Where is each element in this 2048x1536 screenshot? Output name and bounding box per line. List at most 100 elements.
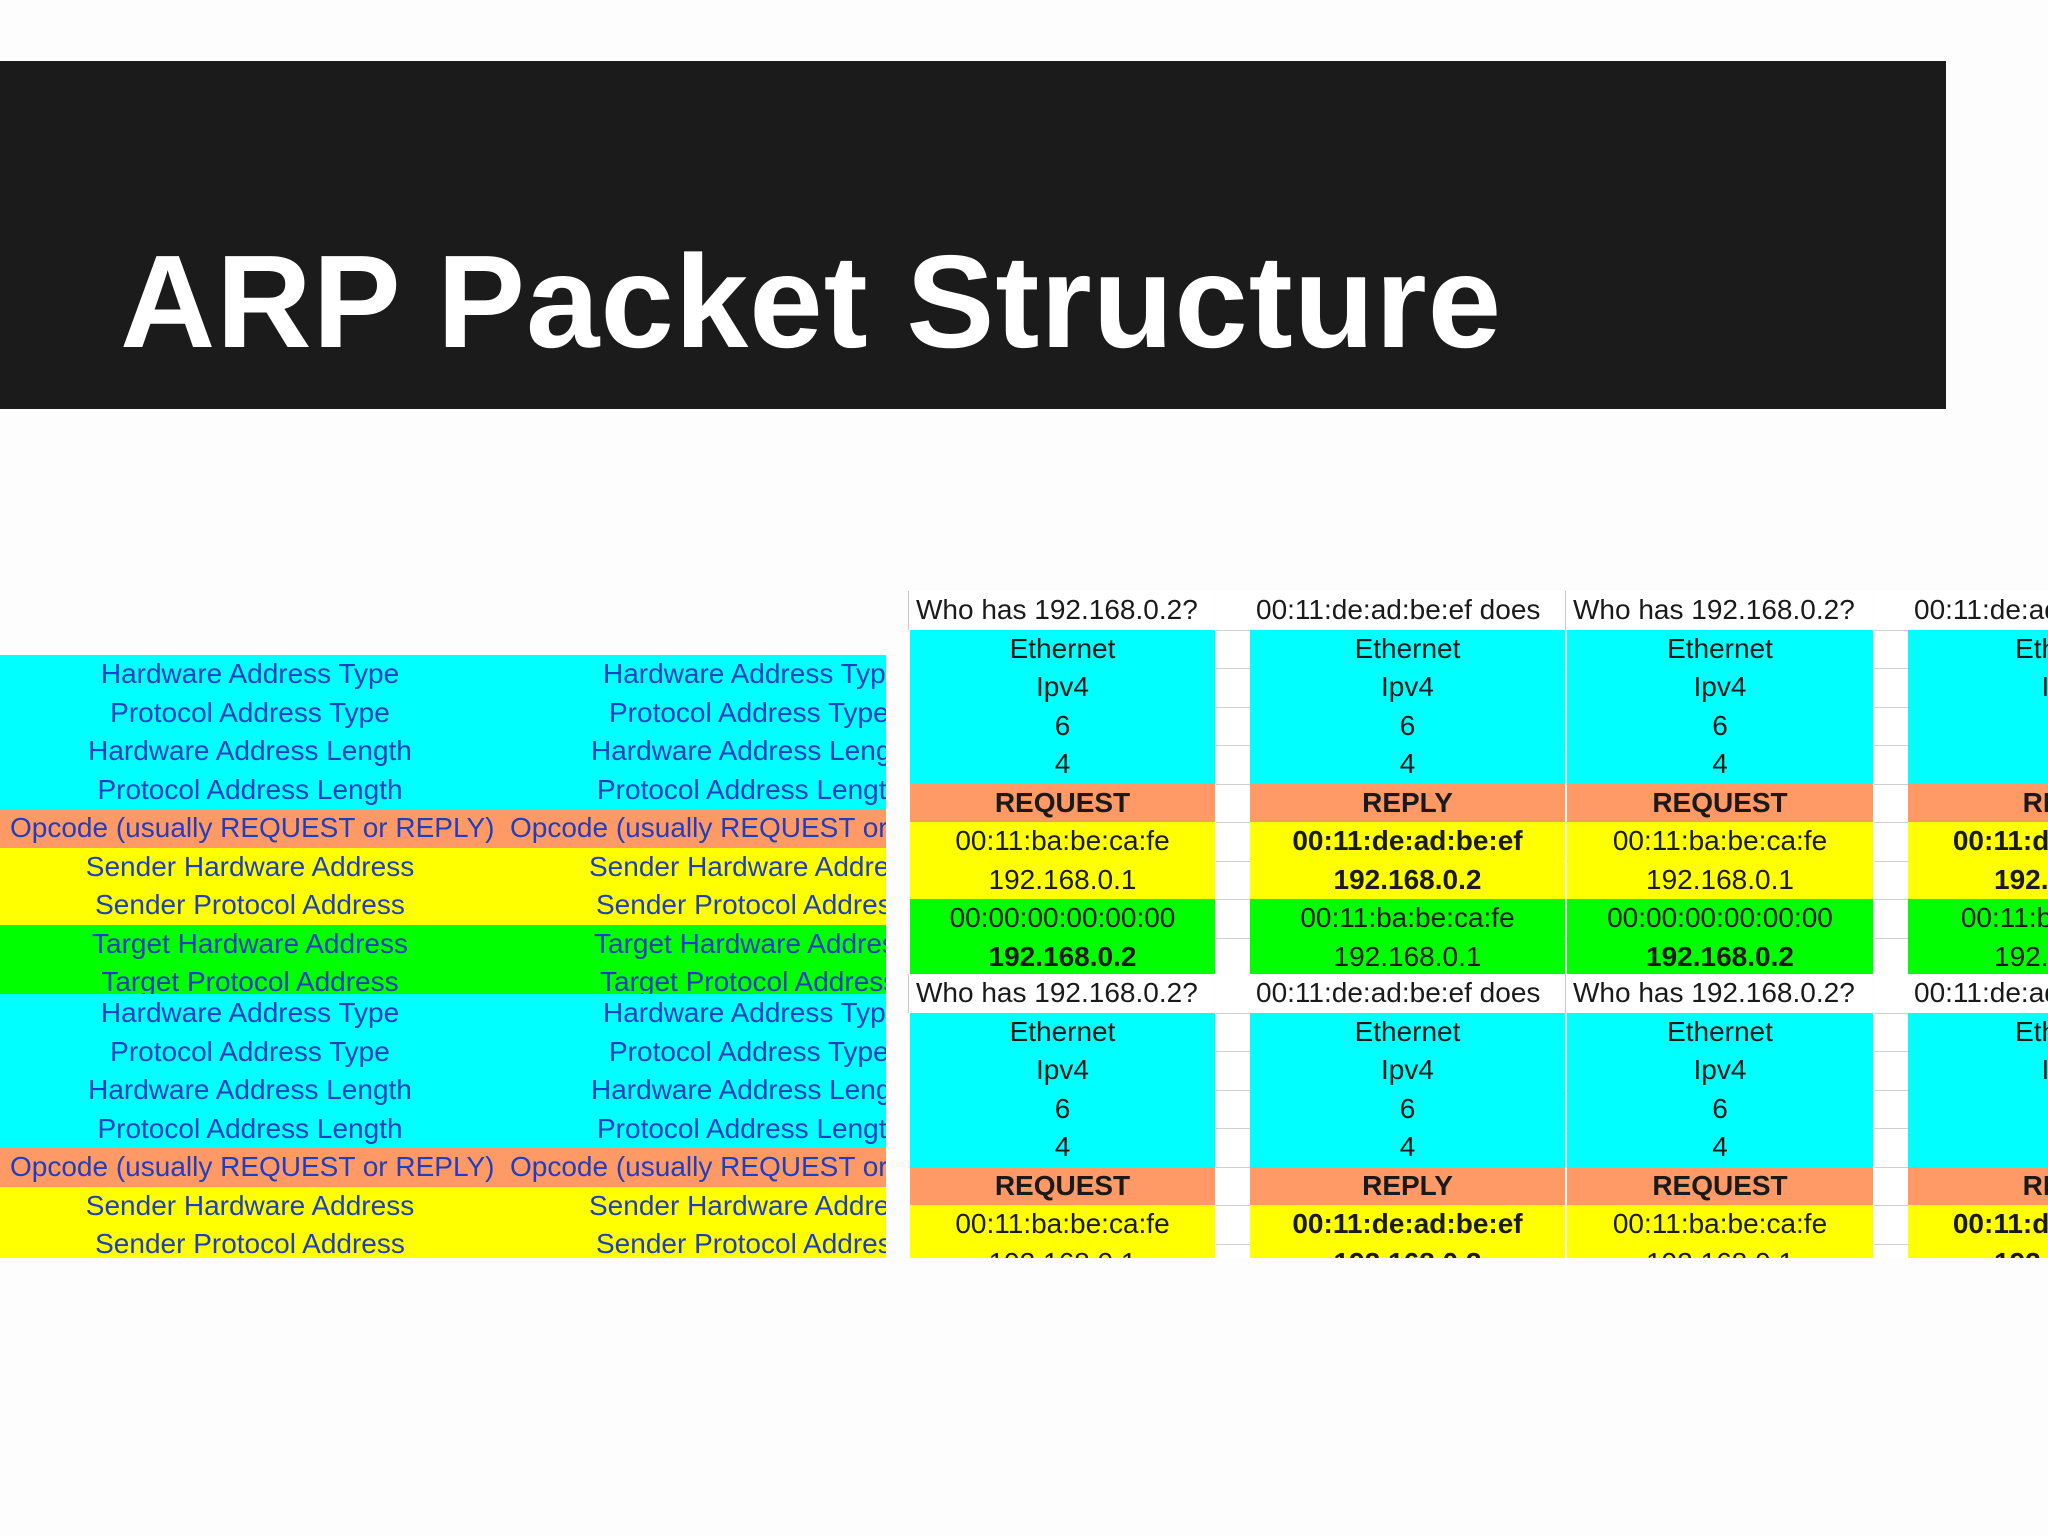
packet-value: 00:11:de:ad:be:ef (1952, 825, 2048, 856)
slide-title: ARP Packet Structure (120, 228, 1503, 375)
packet-value: Ethernet (1667, 1015, 1773, 1047)
packet-value: 192.168.0.1 (1994, 940, 2048, 972)
field-label-hw-type: Hardware Address Type (603, 658, 886, 689)
packet-field-hw-type: Ethernet (1250, 629, 1565, 669)
grid-line (1216, 1128, 1250, 1129)
grid-line (1566, 745, 1567, 746)
grid-line (1216, 629, 1250, 631)
packet-description: Who has 192.168.0.2? (910, 974, 1215, 1013)
grid-line (1874, 1166, 1908, 1168)
packet-value: 00:11:ba:be:ca:fe (1612, 1208, 1828, 1239)
gap-column (1216, 974, 1250, 1258)
packet-description: Who has 192.168.0.2? (910, 591, 1215, 630)
packet-description: 00:11:de:ad:be:ef does (1908, 974, 2048, 1013)
packet-value: 00:00:00:00:00:00 (1607, 902, 1833, 933)
packet-value: Ethernet (1009, 1015, 1116, 1047)
packet-field-sender-hw: 00:11:ba:be:ca:fe (1567, 822, 1873, 861)
packet-value: 192.168.0.2 (1333, 863, 1482, 895)
grid-line (1874, 1243, 1908, 1245)
grid-line (1565, 974, 1566, 1013)
label-band-proto_len (0, 1109, 886, 1149)
grid-line (1216, 783, 1250, 785)
packet-field-proto-type: Ipv4 (1908, 1051, 2048, 1090)
packet-field-hw-len: 6 (1567, 1089, 1873, 1129)
grid-line (1216, 899, 1250, 900)
packet-field-hw-len: 6 (1250, 1089, 1565, 1129)
packet-field-proto-len: 4 (1567, 745, 1873, 784)
packet-field-target-hw: 00:11:ba:be:ca:fe (1908, 899, 2048, 938)
packet-field-sender-hw: 00:11:de:ad:be:ef (1250, 822, 1565, 861)
packet-field-hw-len: 6 (1567, 706, 1873, 746)
packet-field-hw-len: 6 (910, 1089, 1215, 1129)
packet-field-opcode: REQUEST (910, 783, 1215, 823)
packet-field-sender-hw: 00:11:ba:be:ca:fe (910, 1205, 1215, 1244)
field-label-target-proto: Target Protocol Address (600, 966, 886, 997)
packet-value: REQUEST (994, 1169, 1131, 1201)
grid-line (1566, 1051, 1567, 1052)
packet-field-hw-len: 6 (1250, 706, 1565, 746)
field-label-target-hw: Target Hardware Address (594, 927, 886, 959)
packet-field-hw-type: Ethernet (1250, 1012, 1565, 1052)
packet-value: 00:11:ba:be:ca:fe (1612, 825, 1828, 856)
grid-line (1874, 1051, 1908, 1052)
packet-value: 00:11:de:ad:be:ef (1292, 825, 1523, 856)
packet-value: Ipv4 (1381, 1054, 1434, 1085)
packet-value: 00:11:ba:be:ca:fe (1960, 902, 2048, 933)
packet-field-target-proto: 192.168.0.2 (1567, 937, 1873, 977)
packet-value: 192.168.0.1 (1646, 863, 1794, 895)
field-label-proto-type: Protocol Address Type (110, 1035, 390, 1067)
field-label-opcode: Opcode (usually REQUEST or REPLY) (510, 1151, 886, 1182)
packet-value: 00:11:de:ad:be:ef (1292, 1208, 1523, 1239)
title-banner (0, 61, 1946, 409)
packet-value: Ethernet (1354, 632, 1461, 664)
field-label-sender-proto: Sender Protocol Address (596, 1228, 886, 1258)
label-band-sender_hw (0, 847, 886, 887)
field-label-opcode: Opcode (usually REQUEST or REPLY) (10, 812, 495, 843)
grid-line (1216, 822, 1250, 823)
field-label-sender-hw: Sender Hardware Address (85, 850, 415, 882)
packet-value: Ipv4 (1381, 671, 1434, 702)
packet-value: 4 (1712, 748, 1728, 779)
label-band-sender_hw (0, 1186, 886, 1226)
field-label-target-proto: Target Protocol Address (101, 966, 399, 997)
packet-value: Ipv4 (1693, 671, 1747, 702)
field-label-hw-type: Hardware Address Type (100, 997, 400, 1028)
packet-value: 6 (1054, 1092, 1071, 1124)
label-band-proto_type (0, 693, 886, 733)
label-band-proto_type (0, 1032, 886, 1072)
packet-field-hw-len: 6 (910, 706, 1215, 746)
packet-field-hw-type: Ethernet (1908, 629, 2048, 669)
grid-line (1566, 1205, 1567, 1206)
field-label-hw-len: Hardware Address Length (88, 1074, 412, 1105)
grid-line (1216, 937, 1250, 939)
packet-field-target-proto: 192.168.0.2 (910, 937, 1215, 977)
packet-field-opcode: REQUEST (1567, 1166, 1873, 1206)
grid-line (1874, 899, 1908, 900)
packet-description: Who has 192.168.0.2? (1567, 591, 1873, 630)
packet-field-hw-type: Ethernet (910, 1012, 1215, 1052)
packet-field-opcode: REQUEST (910, 1166, 1215, 1206)
packet-field-opcode: REPLY (1908, 783, 2048, 823)
packet-field-sender-proto: 192.168.0.1 (910, 860, 1215, 900)
packet-field-hw-type: Ethernet (1567, 629, 1873, 669)
field-label-sender-hw: Sender Hardware Address (589, 1189, 886, 1221)
packet-value: REPLY (1362, 1169, 1453, 1201)
field-label-sender-proto: Sender Protocol Address (95, 889, 405, 920)
grid-line (1566, 1012, 1567, 1014)
grid-line (1566, 668, 1567, 669)
packet-value: Ipv4 (1036, 1054, 1089, 1085)
packet-value: 6 (1399, 709, 1416, 741)
grid-line (1216, 1166, 1250, 1168)
field-label-sender-hw: Sender Hardware Address (85, 1189, 415, 1221)
packet-value: 192.168.0.2 (1994, 863, 2048, 895)
label-band-proto_len (0, 770, 886, 810)
grid-line (1874, 1012, 1908, 1014)
grid-line (1566, 1243, 1567, 1245)
field-label-opcode: Opcode (usually REQUEST or REPLY) (10, 1151, 495, 1182)
packet-field-proto-len: 4 (910, 1128, 1215, 1167)
packet-description: 00:11:de:ad:be:ef does (1908, 591, 2048, 630)
packet-field-target-proto: 192.168.0.1 (1250, 937, 1565, 977)
packet-value: 4 (1054, 1131, 1071, 1162)
grid-line (1874, 860, 1908, 862)
field-label-proto-type: Protocol Address Type (609, 1035, 886, 1067)
